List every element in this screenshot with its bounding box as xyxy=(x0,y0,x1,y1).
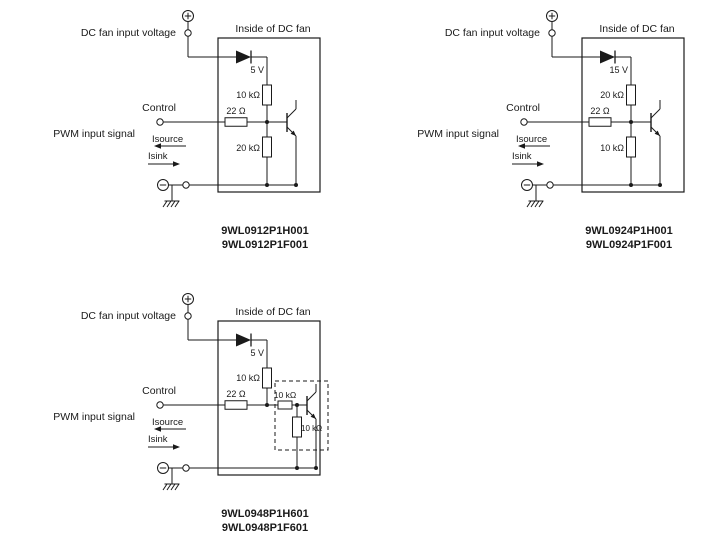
resistor xyxy=(626,136,636,158)
circuit-svg: DC fan input voltage Inside of DC fan 5 V 1… xyxy=(53,10,321,251)
pwm-label: PWM input signal xyxy=(53,128,135,140)
transistor-icon xyxy=(650,100,661,137)
control-label: Control xyxy=(506,102,540,114)
top-resistor-label: 20 kΩ xyxy=(600,90,624,100)
isource-label: Isource xyxy=(152,417,183,428)
part-number: 9WL0924P1H001 xyxy=(585,225,672,237)
input-voltage-label: DC fan input voltage xyxy=(445,27,540,39)
circuit-diagram-9WL0948: DC fan input voltage Inside of DC fan 5 V 1… xyxy=(20,288,340,538)
terminal xyxy=(520,118,528,126)
part-number: 9WL0912P1H001 xyxy=(221,225,308,237)
input-voltage-label: DC fan input voltage xyxy=(81,310,176,322)
pwm-label: PWM input signal xyxy=(53,411,135,423)
terminal xyxy=(184,29,192,37)
ground-icon xyxy=(526,185,544,208)
part-number: 9WL0948P1H601 xyxy=(221,508,308,520)
supply-voltage-label: 5 V xyxy=(250,348,264,358)
isource-label: Isource xyxy=(152,134,183,145)
resistor xyxy=(224,117,248,127)
inside-label: Inside of DC fan xyxy=(599,23,674,35)
terminal xyxy=(182,464,190,472)
plus-terminal-icon xyxy=(182,293,194,305)
inside-label: Inside of DC fan xyxy=(235,306,310,318)
top-resistor-label: 10 kΩ xyxy=(236,373,260,383)
minus-terminal-icon xyxy=(157,462,169,474)
isink-arrow xyxy=(173,444,180,450)
resistor xyxy=(262,84,272,106)
isink-label: Isink xyxy=(512,151,532,162)
bottom-resistor-label: 20 kΩ xyxy=(236,143,260,153)
transistor-icon xyxy=(286,100,297,137)
circuit-diagram-9WL0912: DC fan input voltage Inside of DC fan 5 V 1… xyxy=(20,5,340,255)
diode-icon xyxy=(236,50,252,64)
fan-boundary-box xyxy=(217,37,321,193)
terminal xyxy=(156,401,164,409)
terminal xyxy=(548,29,556,37)
circuit-diagram-9WL0924: DC fan input voltage Inside of DC fan 15 V… xyxy=(384,5,704,255)
resistor xyxy=(224,400,248,410)
series-resistor-label: 22 Ω xyxy=(226,389,246,399)
minus-terminal-icon xyxy=(157,179,169,191)
isource-arrow xyxy=(154,426,161,432)
isource-label: Isource xyxy=(516,134,547,145)
fan-boundary-box xyxy=(217,320,321,476)
ground-icon xyxy=(162,468,180,491)
inside-label: Inside of DC fan xyxy=(235,23,310,35)
input-voltage-label: DC fan input voltage xyxy=(81,27,176,39)
resistor xyxy=(262,136,272,158)
diode-icon xyxy=(236,333,252,347)
terminal xyxy=(182,181,190,189)
circuit-svg: DC fan input voltage Inside of DC fan 15 V… xyxy=(417,10,685,251)
ground-icon xyxy=(162,185,180,208)
isink-arrow xyxy=(537,161,544,167)
circuit-svg: DC fan input voltage Inside of DC fan 5 V 1… xyxy=(53,293,329,534)
top-resistor-label: 10 kΩ xyxy=(236,90,260,100)
resistor xyxy=(588,117,612,127)
isink-label: Isink xyxy=(148,151,168,162)
inner-series-resistor-label: 10 kΩ xyxy=(274,390,296,400)
terminal xyxy=(184,312,192,320)
terminal xyxy=(546,181,554,189)
supply-voltage-label: 5 V xyxy=(250,65,264,75)
supply-voltage-label: 15 V xyxy=(609,65,628,75)
bottom-resistor-label: 10 kΩ xyxy=(600,143,624,153)
fan-boundary-box xyxy=(581,37,685,193)
resistor xyxy=(262,367,272,389)
part-number: 9WL0912P1F001 xyxy=(222,239,308,251)
pwm-label: PWM input signal xyxy=(417,128,499,140)
inner-shunt-resistor-label: 10 kΩ xyxy=(301,424,322,433)
series-resistor-label: 22 Ω xyxy=(226,106,246,116)
control-label: Control xyxy=(142,385,176,397)
plus-terminal-icon xyxy=(182,10,194,22)
diode-icon xyxy=(600,50,616,64)
part-number: 9WL0924P1F001 xyxy=(586,239,672,251)
module-dashed-box xyxy=(274,380,329,451)
series-resistor-label: 22 Ω xyxy=(590,106,610,116)
part-number: 9WL0948P1F601 xyxy=(222,522,308,534)
resistor xyxy=(626,84,636,106)
isink-arrow xyxy=(173,161,180,167)
resistor xyxy=(277,400,293,410)
isource-arrow xyxy=(518,143,525,149)
terminal xyxy=(156,118,164,126)
isink-label: Isink xyxy=(148,434,168,445)
control-label: Control xyxy=(142,102,176,114)
plus-terminal-icon xyxy=(546,10,558,22)
transistor-icon xyxy=(306,384,317,420)
isource-arrow xyxy=(154,143,161,149)
minus-terminal-icon xyxy=(521,179,533,191)
